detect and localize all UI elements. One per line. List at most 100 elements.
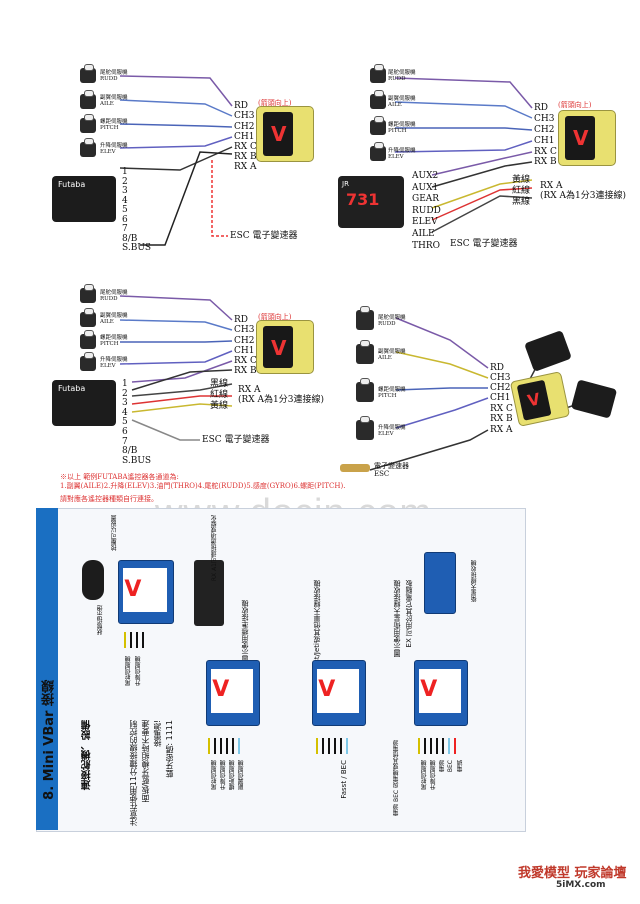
arrow-up-note: (箭頭向上) xyxy=(258,99,292,107)
wire-label: 黑線 xyxy=(210,379,229,389)
servo-label: 螺距伺服機 PITCH xyxy=(388,122,416,134)
servo-icon xyxy=(80,64,96,83)
servo-icon xyxy=(370,142,386,161)
port-label: RD xyxy=(234,101,248,111)
list-label: ELEV xyxy=(412,217,438,228)
wire-label: 黃線 xyxy=(210,401,229,411)
connector-block xyxy=(194,560,224,626)
servo-label: 副翼伺服機 AILE xyxy=(100,313,128,325)
servo-icon xyxy=(370,116,386,135)
esc-label: ESC 電子變速器 xyxy=(450,239,518,249)
servo-icon xyxy=(80,90,96,109)
caption-line: 1.副翼(AILE)2.升降(ELEV)3.油門(THRO)4.尾舵(RUDD)… xyxy=(60,482,346,490)
servo-icon xyxy=(370,90,386,109)
list-label: THRO xyxy=(412,240,441,251)
panel-note: 注意在使用11分鐘接線的控制 xyxy=(129,720,138,827)
list-label: 3 xyxy=(122,186,128,196)
servo-label: 升降伺服機 ELEV xyxy=(100,357,128,369)
list-label: 2 xyxy=(122,176,128,187)
rxa-note: (RX A為1分3連接線) xyxy=(238,395,325,405)
panel-title: 8. Mini VBar 接線 xyxy=(42,680,57,800)
list-label: S.BUS xyxy=(122,243,152,253)
arrow-icon xyxy=(346,738,348,754)
panel-note: 藍牙密碼: 1111 xyxy=(165,720,174,778)
list-label: 4 xyxy=(122,195,128,206)
bluetooth-module xyxy=(82,560,104,600)
arrow-icon xyxy=(124,632,126,648)
receiver: Futaba xyxy=(52,380,116,426)
list-label: 1 xyxy=(122,167,128,177)
port-label: CH3 xyxy=(534,114,555,124)
port-label: RX C xyxy=(490,404,513,414)
fasst-bec-label: Fasst / BEC xyxy=(340,760,348,799)
port-label: RX B xyxy=(234,366,257,376)
port-label: RX C xyxy=(234,356,257,366)
arrow-icon xyxy=(436,738,438,754)
servo-label: 副翼伺服機 AILE xyxy=(100,95,128,107)
receiver: JR 731 xyxy=(338,176,404,228)
arrow-icon xyxy=(322,738,324,754)
servo-icon xyxy=(80,308,96,327)
footer-site: 我愛模型 玩家論壇 xyxy=(518,866,627,881)
wire-label: 黃線 xyxy=(512,175,531,185)
list-label: AILE xyxy=(412,229,435,239)
servo-label: 副翼伺服機 AILE xyxy=(388,96,416,108)
port-label: CH2 xyxy=(234,122,255,132)
receiver: Futaba xyxy=(52,176,116,222)
setup-button-label: 按壓可以設置 xyxy=(111,515,118,551)
esc-connector xyxy=(340,464,370,472)
arrow-icon xyxy=(226,738,228,754)
list-label: GEAR xyxy=(412,194,440,205)
panel-note: 面板/藍牙模組時不要連 xyxy=(141,720,150,803)
list-label: 6 xyxy=(122,214,128,225)
arrow-icon xyxy=(340,738,342,754)
port-label: RX B xyxy=(234,152,257,162)
arrow-icon xyxy=(316,738,318,754)
port-label: RX A xyxy=(490,425,513,435)
panel-note: 接電源! xyxy=(153,720,162,748)
port-label: CH1 xyxy=(234,132,255,142)
port-label: CH2 xyxy=(534,125,555,135)
arrow-icon xyxy=(454,738,456,754)
receiver-model: 731 xyxy=(346,190,380,209)
sat-label: 圖示使用衛星天線接收機 xyxy=(393,580,401,657)
servo-icon xyxy=(356,306,374,330)
arrow-icon xyxy=(430,738,432,754)
servo-label: 尾舵伺服機 RUDD xyxy=(100,70,128,82)
arrow-icon xyxy=(220,738,222,754)
servo-caption: 副翼伺服機 xyxy=(238,760,245,790)
servo-caption: 升降伺服機 xyxy=(220,760,227,790)
servo-icon xyxy=(80,330,96,349)
arrow-icon xyxy=(328,738,330,754)
arrow-icon xyxy=(130,632,132,648)
port-label: CH1 xyxy=(534,136,555,146)
wire-label: 紅線 xyxy=(512,186,531,196)
receiver-brand: JR xyxy=(342,180,349,188)
esc-label: ESC 電子變速器 xyxy=(202,435,270,445)
arrow-icon xyxy=(136,632,138,648)
servo-icon xyxy=(80,138,96,157)
arrow-icon xyxy=(214,738,216,754)
port-label: RX C xyxy=(234,142,257,152)
arrow-icon xyxy=(142,632,144,648)
status-led-label: 狀態指示燈 xyxy=(97,605,104,635)
arrow-up-note: (箭頭向上) xyxy=(258,313,292,321)
servo-caption: 電源 xyxy=(439,760,446,772)
servo-label: 尾舵伺服機 RUDD xyxy=(388,70,416,82)
port-label: RD xyxy=(490,363,504,373)
list-label: AUX2 xyxy=(412,171,439,181)
vbar-unit: V xyxy=(256,320,314,374)
servo-caption: 升降伺服機 xyxy=(430,760,437,790)
servo-icon xyxy=(370,64,386,83)
rxa-note: (RX A為1分3連接線) xyxy=(540,191,627,201)
wire-label: 黑線 xyxy=(512,197,531,207)
wire-label: 紅線 xyxy=(210,390,229,400)
list-label: 8/B xyxy=(122,233,138,244)
list-label: 2 xyxy=(122,388,128,399)
servo-caption: 升降伺服機 xyxy=(135,656,142,686)
arrow-icon xyxy=(418,738,420,754)
servo-caption: 電調 xyxy=(457,760,464,772)
bec-note: 電源 BEC 與電機或其他電源 xyxy=(393,740,400,816)
servo-icon xyxy=(356,340,374,364)
